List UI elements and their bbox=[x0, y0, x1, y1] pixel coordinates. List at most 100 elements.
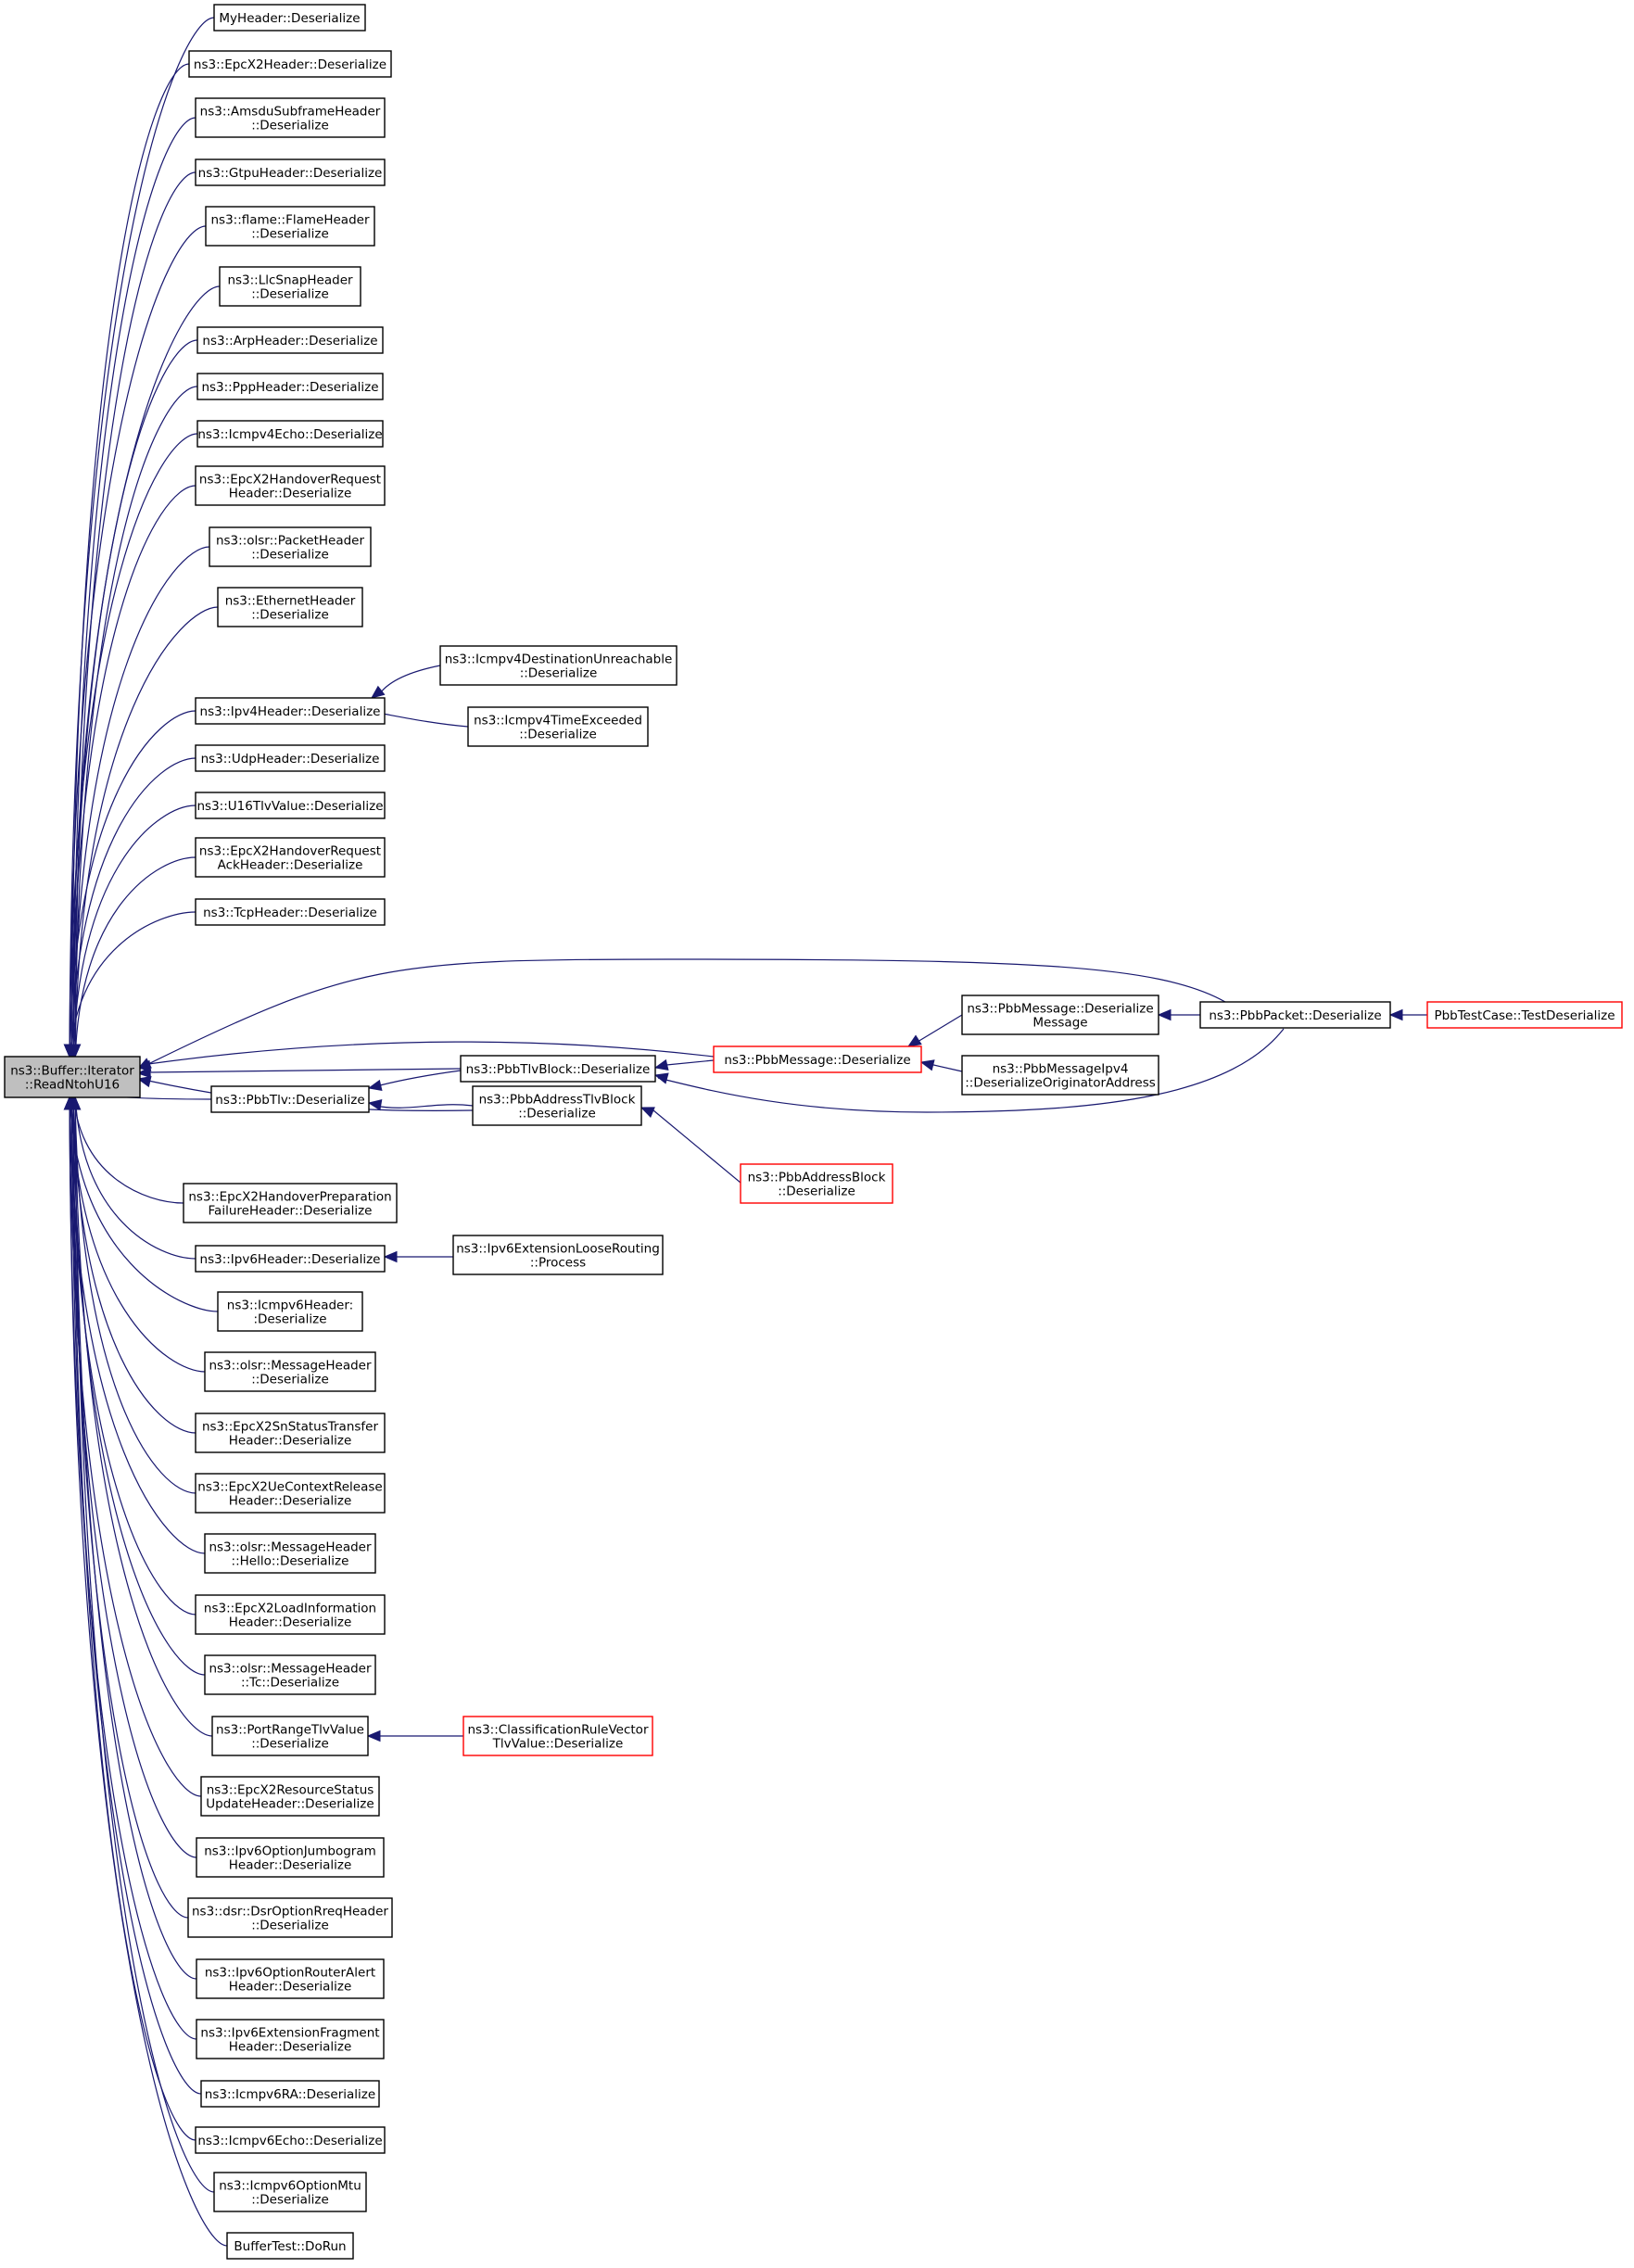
caller-node-ns3-flame-flameheader-deserialize[interactable]: ns3::flame::FlameHeader::Deserialize bbox=[205, 206, 375, 247]
node-label: ::Deserialize bbox=[251, 2193, 329, 2208]
node-ns3-pbbmessage-deserialize[interactable]: ns3::PbbMessage::Deserialize bbox=[713, 1045, 922, 1073]
caller-node-ns3-gtpuheader-deserialize[interactable]: ns3::GtpuHeader::Deserialize bbox=[195, 158, 386, 186]
call-edge bbox=[652, 1109, 741, 1184]
node-ns3-pbbmessageipv4-deserializeoriginatoraddress[interactable]: ns3::PbbMessageIpv4::DeserializeOriginat… bbox=[961, 1055, 1159, 1096]
root-node-readntohu16[interactable]: ns3::Buffer::Iterator::ReadNtohU16 bbox=[4, 1056, 141, 1098]
call-edge bbox=[147, 1068, 462, 1073]
node-box bbox=[195, 158, 386, 186]
node-label: TlvValue::Deserialize bbox=[492, 1737, 624, 1752]
node-label: Header::Deserialize bbox=[229, 1494, 352, 1509]
node-box bbox=[210, 1085, 370, 1113]
node-label: ::Deserialize bbox=[251, 287, 329, 302]
caller-node-buffertest-dorun[interactable]: BufferTest::DoRun bbox=[226, 2232, 354, 2260]
node-label: ::Tc::Deserialize bbox=[241, 1676, 339, 1691]
node-box bbox=[740, 1163, 893, 1204]
node-ns3-icmpv4destinationunreachable-deserialize[interactable]: ns3::Icmpv4DestinationUnreachable::Deser… bbox=[439, 645, 678, 686]
node-box bbox=[204, 1654, 376, 1695]
node-label: ns3::Ipv6ExtensionFragment bbox=[200, 2026, 379, 2041]
call-edge bbox=[72, 1085, 206, 1676]
node-label: Header::Deserialize bbox=[229, 2040, 352, 2055]
caller-node-ns3-ipv6extensionfragmentheader-deserialize[interactable]: ns3::Ipv6ExtensionFragmentHeader::Deseri… bbox=[196, 2019, 385, 2059]
caller-node-ns3-arpheader-deserialize[interactable]: ns3::ArpHeader::Deserialize bbox=[196, 326, 384, 354]
edge-arrowhead bbox=[63, 1044, 76, 1058]
caller-node-ns3-udpheader-deserialize[interactable]: ns3::UdpHeader::Deserialize bbox=[195, 744, 386, 772]
call-edge bbox=[74, 1085, 215, 2193]
caller-node-ns3-olsr-messageheader-tc-deserialize[interactable]: ns3::olsr::MessageHeader::Tc::Deserializ… bbox=[204, 1654, 376, 1695]
caller-node-ns3-portrangetlvvalue-deserialize[interactable]: ns3::PortRangeTlvValue::Deserialize bbox=[211, 1716, 369, 1756]
call-edge bbox=[69, 911, 196, 1069]
node-pbbtestcase-testdeserialize[interactable]: PbbTestCase::TestDeserialize bbox=[1426, 1001, 1623, 1029]
node-ns3-pbbpacket-deserialize[interactable]: ns3::PbbPacket::Deserialize bbox=[1199, 1001, 1391, 1029]
caller-node-ns3-dsr-dsroptionrreqheader-deserialize[interactable]: ns3::dsr::DsrOptionRreqHeader::Deseriali… bbox=[187, 1897, 393, 1938]
node-label: ::Deserialize bbox=[251, 1737, 329, 1752]
node-label: ns3::PbbTlvBlock::Deserialize bbox=[466, 1062, 651, 1077]
call-edge bbox=[70, 1085, 197, 1858]
caller-node-ns3-ipv6optionrouteralertheader-deserialize[interactable]: ns3::Ipv6OptionRouterAlertHeader::Deseri… bbox=[196, 1958, 385, 1999]
caller-node-ns3-epcx2header-deserialize[interactable]: ns3::EpcX2Header::Deserialize bbox=[188, 50, 392, 78]
caller-node-ns3-ipv4header-deserialize[interactable]: ns3::Ipv4Header::Deserialize bbox=[195, 697, 386, 725]
node-label: ns3::LlcSnapHeader bbox=[227, 273, 353, 288]
caller-node-ns3-olsr-messageheader-deserialize[interactable]: ns3::olsr::MessageHeader::Deserialize bbox=[204, 1351, 376, 1392]
node-box bbox=[196, 326, 384, 354]
node-label: ns3::EpcX2UeContextRelease bbox=[197, 1480, 382, 1495]
node-ns3-classificationrulevectortlvvalue-deserialize[interactable]: ns3::ClassificationRuleVectorTlvValue::D… bbox=[462, 1716, 653, 1756]
node-box bbox=[460, 1055, 656, 1083]
caller-node-ns3-icmpv6ra-deserialize[interactable]: ns3::Icmpv6RA::Deserialize bbox=[200, 2080, 380, 2108]
caller-node-ns3-epcx2snstatustransferheader-deserialize[interactable]: ns3::EpcX2SnStatusTransferHeader::Deseri… bbox=[195, 1413, 386, 1453]
caller-node-ns3-epcx2uecontextreleaseheader-deserialize[interactable]: ns3::EpcX2UeContextReleaseHeader::Deseri… bbox=[195, 1473, 386, 1514]
node-label: ::Deserialize bbox=[251, 548, 329, 563]
caller-node-ns3-tcpheader-deserialize[interactable]: ns3::TcpHeader::Deserialize bbox=[195, 898, 386, 926]
node-label: Header::Deserialize bbox=[229, 1434, 352, 1449]
caller-node-myheader-deserialize[interactable]: MyHeader::Deserialize bbox=[213, 4, 366, 32]
node-box bbox=[183, 1183, 398, 1223]
call-edge bbox=[74, 1085, 196, 1494]
caller-node-ns3-epcx2handoverrequestheader-deserialize[interactable]: ns3::EpcX2HandoverRequestHeader::Deseria… bbox=[195, 465, 386, 506]
caller-node-ns3-pppheader-deserialize[interactable]: ns3::PppHeader::Deserialize bbox=[196, 373, 384, 400]
caller-node-ns3-epcx2handoverpreparationfailureheader-deserialize[interactable]: ns3::EpcX2HandoverPreparationFailureHead… bbox=[183, 1183, 398, 1223]
caller-node-ns3-llcsnapheader-deserialize[interactable]: ns3::LlcSnapHeader::Deserialize bbox=[219, 266, 361, 307]
edge-arrowhead bbox=[383, 1250, 398, 1263]
call-edge bbox=[69, 1085, 197, 2040]
node-box bbox=[217, 1291, 363, 1332]
caller-node-ns3-pbbtlv-deserialize[interactable]: ns3::PbbTlv::Deserialize bbox=[210, 1085, 370, 1113]
node-box bbox=[187, 1897, 393, 1938]
node-label: ::Deserialize bbox=[251, 119, 329, 133]
node-label: ns3::PbbMessageIpv4 bbox=[993, 1062, 1129, 1077]
node-label: ::Deserialize bbox=[518, 1107, 596, 1121]
call-edge bbox=[69, 433, 198, 1069]
node-label: PbbTestCase::TestDeserialize bbox=[1434, 1008, 1615, 1023]
node-ns3-pbbaddressblock-deserialize[interactable]: ns3::PbbAddressBlock::Deserialize bbox=[740, 1163, 893, 1204]
caller-node-ns3-ipv6optionjumbogramheader-deserialize[interactable]: ns3::Ipv6OptionJumbogramHeader::Deserial… bbox=[196, 1837, 385, 1878]
caller-node-ns3-epcx2handoverrequestackheader-deserialize[interactable]: ns3::EpcX2HandoverRequestAckHeader::Dese… bbox=[195, 837, 386, 878]
caller-node-ns3-amsdusubframeheader-deserialize[interactable]: ns3::AmsduSubframeHeader::Deserialize bbox=[195, 97, 386, 138]
node-box bbox=[1199, 1001, 1391, 1029]
caller-node-ns3-ipv6header-deserialize[interactable]: ns3::Ipv6Header::Deserialize bbox=[195, 1245, 386, 1273]
node-label: ns3::AmsduSubframeHeader bbox=[200, 105, 381, 120]
node-box bbox=[195, 898, 386, 926]
caller-node-ns3-ethernetheader-deserialize[interactable]: ns3::EthernetHeader::Deserialize bbox=[217, 587, 363, 627]
caller-node-ns3-epcx2resourcestatusupdateheader-deserialize[interactable]: ns3::EpcX2ResourceStatusUpdateHeader::De… bbox=[200, 1776, 380, 1817]
node-label: ns3::PbbMessage::Deserialize bbox=[967, 1002, 1153, 1017]
caller-node-ns3-icmpv4echo-deserialize[interactable]: ns3::Icmpv4Echo::Deserialize bbox=[196, 420, 384, 448]
node-label: ns3::EpcX2Header::Deserialize bbox=[194, 57, 386, 72]
node-box bbox=[195, 97, 386, 138]
node-label: ::Deserialize bbox=[251, 608, 329, 623]
caller-node-ns3-icmpv6optionmtu-deserialize[interactable]: ns3::Icmpv6OptionMtu::Deserialize bbox=[213, 2172, 367, 2212]
call-edge bbox=[74, 1085, 197, 1980]
node-label: ns3::Ipv6OptionJumbogram bbox=[204, 1844, 376, 1859]
caller-node-ns3-icmpv6header-deserialize[interactable]: ns3::Icmpv6Header::Deserialize bbox=[217, 1291, 363, 1332]
caller-node-ns3-u16tlvvalue-deserialize[interactable]: ns3::U16TlvValue::Deserialize bbox=[195, 792, 386, 819]
caller-node-ns3-icmpv6echo-deserialize[interactable]: ns3::Icmpv6Echo::Deserialize bbox=[195, 2126, 386, 2154]
caller-node-ns3-olsr-messageheader-hello-deserialize[interactable]: ns3::olsr::MessageHeader::Hello::Deseria… bbox=[204, 1533, 376, 1574]
node-ns3-pbbaddresstlvblock-deserialize[interactable]: ns3::PbbAddressTlvBlock::Deserialize bbox=[472, 1085, 642, 1126]
call-edge bbox=[69, 710, 196, 1069]
node-ns3-pbbtlvblock-deserialize[interactable]: ns3::PbbTlvBlock::Deserialize bbox=[460, 1055, 656, 1083]
call-edge bbox=[72, 339, 198, 1069]
node-ns3-icmpv4timeexceeded-deserialize[interactable]: ns3::Icmpv4TimeExceeded::Deserialize bbox=[467, 706, 649, 747]
caller-node-ns3-olsr-packetheader-deserialize[interactable]: ns3::olsr::PacketHeader::Deserialize bbox=[209, 526, 372, 567]
caller-node-ns3-epcx2loadinformationheader-deserialize[interactable]: ns3::EpcX2LoadInformationHeader::Deseria… bbox=[195, 1594, 386, 1635]
node-box bbox=[195, 1413, 386, 1453]
node-label: ::Deserialize bbox=[520, 666, 598, 681]
node-ns3-ipv6extensionlooserouting-process[interactable]: ns3::Ipv6ExtensionLooseRouting::Process bbox=[452, 1235, 664, 1275]
